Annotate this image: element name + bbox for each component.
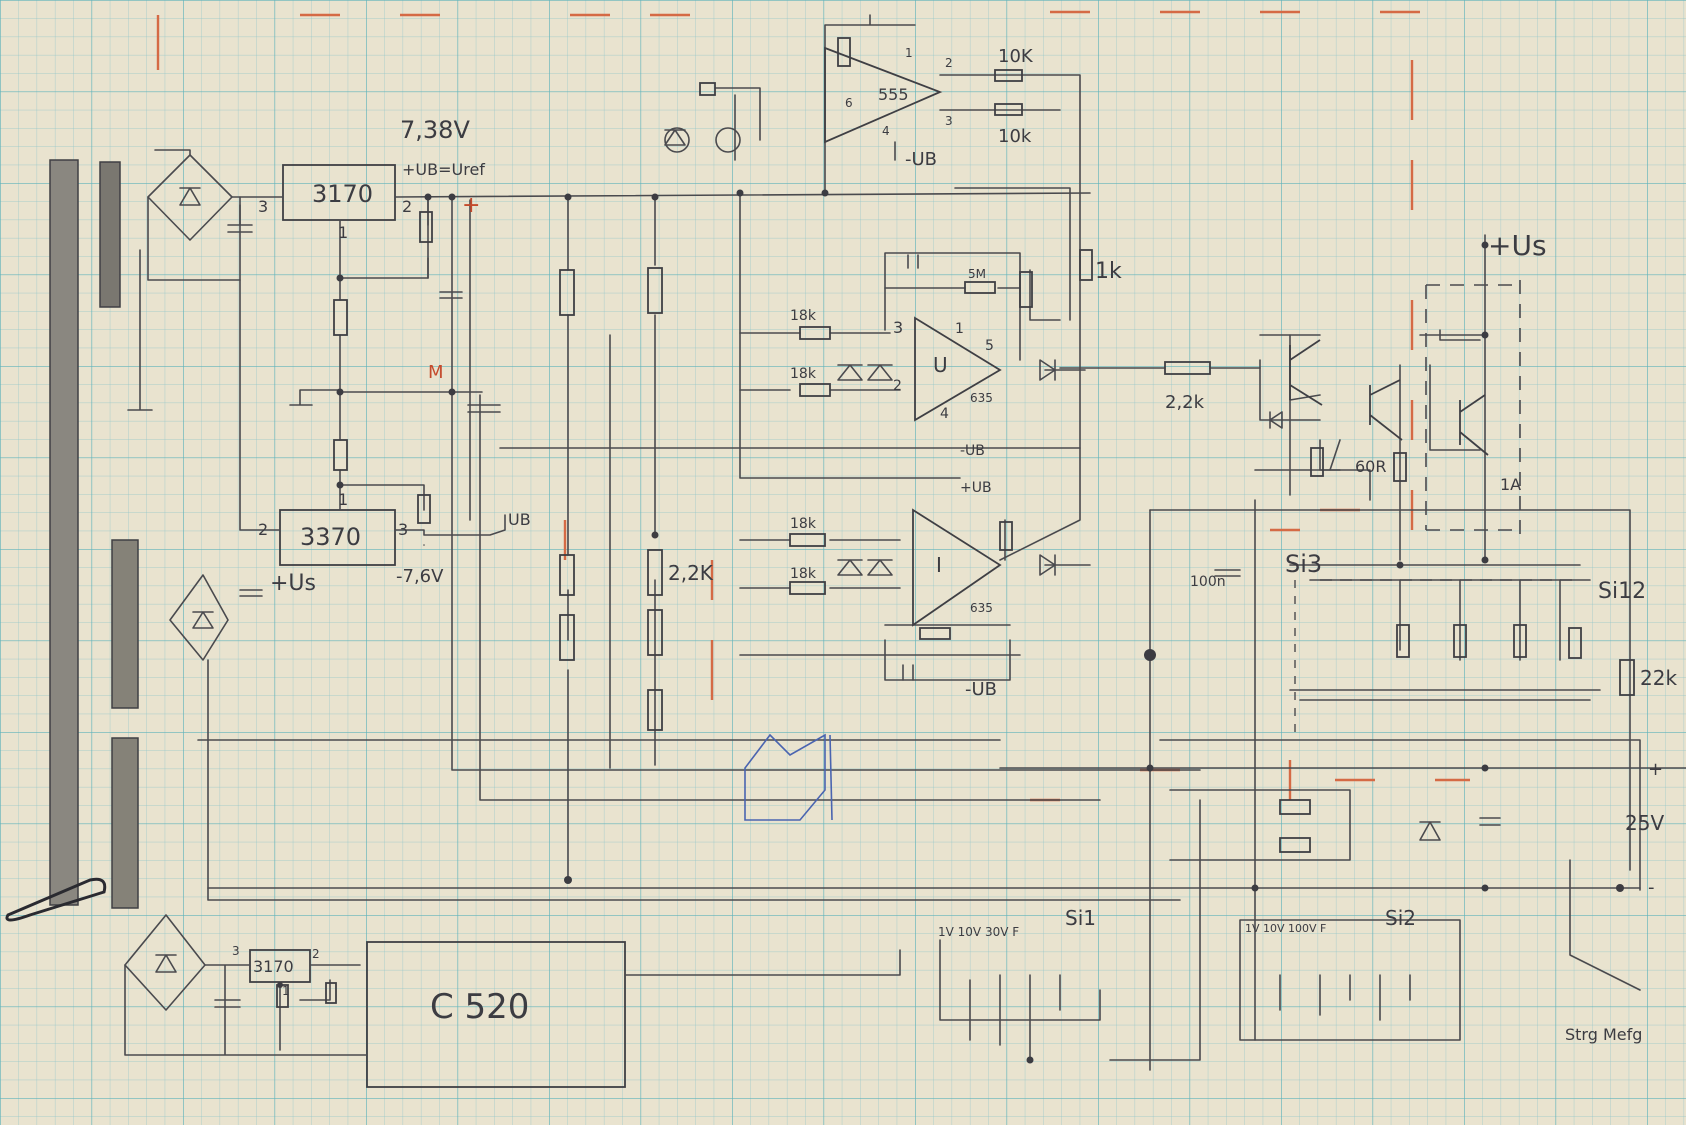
us-top-right-label: +Us: [1488, 229, 1547, 262]
diodes: [664, 127, 1441, 841]
opamp-top-label: 555: [878, 85, 909, 104]
c520-label: C 520: [430, 987, 529, 1027]
pin-label: 3: [398, 520, 408, 539]
pin-label: 2: [893, 378, 902, 394]
ub-mid-label: -UB: [960, 443, 985, 459]
voltage-label-top: 7,38V: [400, 116, 470, 144]
opamp-low-label: 635: [970, 601, 993, 615]
opamp-mid-symbol: U: [933, 353, 948, 377]
voltage-label-bottom: -7,6V: [396, 566, 444, 587]
pin-label: 2: [312, 947, 320, 961]
pin-label: 1: [282, 984, 290, 998]
regulator-bottom-label: 3170: [253, 957, 294, 976]
opamp-mid: [914, 316, 1002, 422]
resistors: [276, 37, 1635, 1008]
node-m-label: M: [428, 362, 444, 383]
supply-25v-label: 25V: [1625, 811, 1664, 835]
pin-label: 3: [258, 197, 268, 216]
minus-terminal-label: -: [1648, 877, 1655, 898]
regulator-mid-label: 3370: [300, 523, 361, 551]
switch-si2-label: Si2: [1385, 906, 1416, 930]
bridge-rectifier-mid: [169, 574, 229, 661]
opamp-low-symbol: I: [936, 553, 942, 577]
switch-si1-label: Si1: [1065, 906, 1096, 930]
wiring: [124, 14, 1686, 1071]
opamps: [824, 46, 1002, 627]
resistor-10k-a-label: 10K: [998, 46, 1034, 67]
bridge-rectifier-top: [147, 154, 233, 241]
plus-mark-label: +: [462, 193, 480, 218]
resistor-10k-b-label: 10k: [998, 126, 1032, 147]
pin-label: 3: [893, 318, 903, 337]
pin-label: 2: [945, 56, 953, 70]
pot-2-2k-label: 2,2K: [668, 561, 714, 585]
pin-label: 2: [402, 197, 412, 216]
switch-si3-label: Si3: [1285, 550, 1322, 578]
c520-display-module: [366, 941, 626, 1088]
junction-dots: [277, 189, 1624, 1064]
capacitor-100n-label: 100n: [1190, 574, 1226, 590]
opamp-top: [824, 46, 943, 144]
pin-label: 5: [985, 338, 994, 354]
pin-label: 1: [338, 223, 348, 242]
pin-label: 2: [258, 520, 268, 539]
ub-neg-low-label: -UB: [965, 679, 997, 700]
ub-neg-top-label: -UB: [905, 149, 937, 170]
pin-label: 4: [882, 124, 890, 138]
speaker-sketch: [744, 733, 833, 821]
us-left-label: +Us: [270, 571, 316, 596]
transformer-cores: [49, 159, 139, 909]
bridge-rectifier-bottom: [124, 914, 206, 1011]
resistor-18k-a-label: 18k: [790, 308, 817, 324]
regulator-top-label: 3170: [312, 180, 373, 208]
resistor-18k-d-label: 18k: [790, 566, 817, 582]
switch-si12-label: Si12: [1598, 579, 1646, 604]
capacitors: [214, 204, 1501, 1008]
resistor-18k-c-label: 18k: [790, 516, 817, 532]
opamp-low: [912, 508, 1002, 627]
paper-clip: [5, 877, 107, 922]
regulator-3370: [279, 509, 396, 566]
pin-label: 3: [945, 114, 953, 128]
pin-label: 1: [955, 321, 964, 337]
measurement-note: Strg Mefg: [1565, 1025, 1642, 1044]
ub-uref-label: +UB=Uref: [402, 160, 485, 179]
switch-si1-ranges: 1V 10V 30V F: [938, 925, 1019, 939]
plus-terminal-label: +: [1648, 759, 1663, 780]
pin-label: 1: [905, 46, 913, 60]
ub-plus-label: +UB: [960, 480, 992, 496]
labels: 7,38V +UB=Uref M + -7,6V +Us +Us -UB -UB…: [232, 46, 1677, 1044]
ub-small-label: UB: [508, 510, 531, 529]
heatsink-outline: [1425, 280, 1521, 540]
pin-label: 3: [232, 944, 240, 958]
pin-label: 6: [845, 96, 853, 110]
regulator-3170-top: [282, 164, 396, 221]
pin-label: 4: [940, 406, 949, 422]
resistor-22k-label: 22k: [1640, 666, 1677, 690]
transistors: [1289, 339, 1489, 456]
opamp-mid-label: 635: [970, 391, 993, 405]
resistor-18k-b-label: 18k: [790, 366, 817, 382]
pin-label: 1: [338, 490, 348, 509]
resistor-1k-label: 1k: [1095, 259, 1122, 284]
resistor-2-2k-label: 2,2k: [1165, 392, 1205, 413]
switch-si2-ranges: 1V 10V 100V F: [1245, 922, 1326, 935]
resistor-5m-label: 5M: [968, 267, 986, 281]
fuse-1a-label: 1A: [1500, 475, 1521, 494]
resistor-600-label: 60R: [1355, 457, 1386, 476]
